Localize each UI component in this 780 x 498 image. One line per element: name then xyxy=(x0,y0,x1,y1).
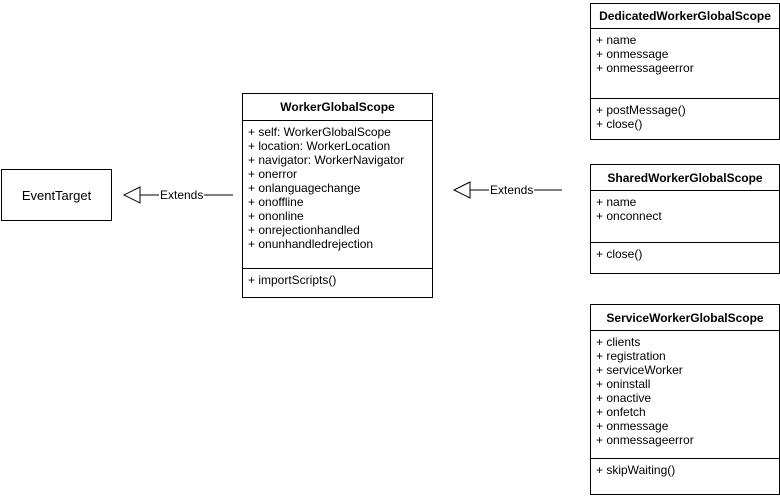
service-worker-global-scope-class: ServiceWorkerGlobalScope + clients+ regi… xyxy=(590,304,780,495)
worker-global-scope-title: WorkerGlobalScope xyxy=(243,94,432,121)
service-attributes: + clients+ registration+ serviceWorker+ … xyxy=(591,331,779,459)
method-row: + close() xyxy=(596,247,643,261)
attribute-row: + onrejectionhandled xyxy=(248,223,360,237)
extends-arrowhead-left xyxy=(122,186,141,204)
shared-attributes: + name+ onconnect xyxy=(591,191,779,243)
worker-global-scope-class: WorkerGlobalScope + self: WorkerGlobalSc… xyxy=(242,93,433,298)
attribute-row: + onlanguagechange xyxy=(248,181,361,195)
dedicated-title: DedicatedWorkerGlobalScope xyxy=(591,4,779,29)
service-title: ServiceWorkerGlobalScope xyxy=(591,305,779,331)
method-row: + close() xyxy=(596,117,643,131)
attribute-row: + location: WorkerLocation xyxy=(248,139,391,153)
attribute-row: + onfetch xyxy=(596,405,646,419)
attribute-row: + onconnect xyxy=(596,209,662,223)
attribute-row: + clients xyxy=(596,335,641,349)
dedicated-attributes: + name+ onmessage+ onmessageerror xyxy=(591,29,779,99)
service-methods: + skipWaiting() xyxy=(591,459,779,477)
attribute-row: + onmessage xyxy=(596,47,669,61)
attribute-row: + self: WorkerGlobalScope xyxy=(248,125,391,139)
method-row: + importScripts() xyxy=(248,273,337,287)
extends-label-right: Extends xyxy=(489,183,535,197)
attribute-row: + navigator: WorkerNavigator xyxy=(248,153,405,167)
extends-label-left: Extends xyxy=(159,188,205,202)
shared-worker-global-scope-class: SharedWorkerGlobalScope + name+ onconnec… xyxy=(590,164,780,274)
attribute-row: + ononline xyxy=(248,209,304,223)
attribute-row: + name xyxy=(596,33,637,47)
attribute-row: + onmessageerror xyxy=(596,61,694,75)
attribute-row: + onunhandledrejection xyxy=(248,237,374,251)
extends-arrowhead-right xyxy=(452,181,471,199)
attribute-row: + name xyxy=(596,195,637,209)
attribute-row: + serviceWorker xyxy=(596,363,683,377)
attribute-row: + onoffline xyxy=(248,195,304,209)
attribute-row: + onactive xyxy=(596,391,652,405)
event-target-label: EventTarget xyxy=(21,187,92,203)
dedicated-methods: + postMessage()+ close() xyxy=(591,99,779,131)
attribute-row: + onerror xyxy=(248,167,298,181)
method-row: + skipWaiting() xyxy=(596,463,676,477)
attribute-row: + onmessageerror xyxy=(596,433,694,447)
worker-global-scope-methods: + importScripts() xyxy=(243,269,432,287)
shared-methods: + close() xyxy=(591,243,779,261)
method-row: + postMessage() xyxy=(596,103,686,117)
event-target-box: EventTarget xyxy=(1,169,112,221)
attribute-row: + oninstall xyxy=(596,377,651,391)
shared-title: SharedWorkerGlobalScope xyxy=(591,165,779,191)
worker-global-scope-attributes: + self: WorkerGlobalScope+ location: Wor… xyxy=(243,121,432,269)
dedicated-worker-global-scope-class: DedicatedWorkerGlobalScope + name+ onmes… xyxy=(590,3,780,140)
attribute-row: + registration xyxy=(596,349,666,363)
attribute-row: + onmessage xyxy=(596,419,669,433)
